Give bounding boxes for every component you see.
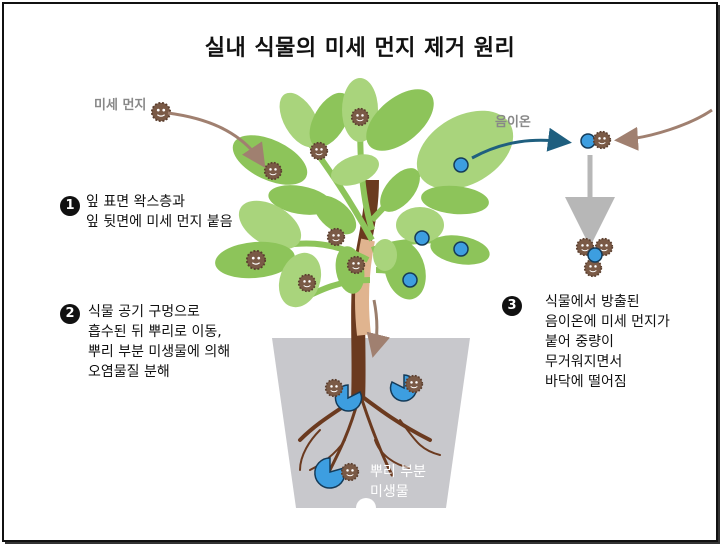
dust-incoming-arrow: [614, 108, 713, 151]
microbe-label: 뿌리 부분 미생물: [370, 464, 426, 500]
pot-drain-hole: [356, 498, 376, 518]
dust-label: 미세 먼지: [94, 98, 147, 113]
anion-arrow: [471, 127, 572, 160]
step-1-number: 1: [60, 196, 80, 216]
root-microbes: [314, 374, 424, 489]
step-2-number: 2: [60, 304, 80, 324]
anions-on-leaves: [402, 157, 469, 288]
stem-arrow: [366, 299, 391, 358]
page-title: 실내 식물의 미세 먼지 제거 원리: [204, 36, 516, 61]
dust-arrow: [167, 111, 266, 168]
step-3-number: 3: [502, 296, 522, 316]
step-2-text: 식물 공기 구멍으로 흡수된 뒤 뿌리로 이동, 뿌리 부분 미생물에 의해 오…: [88, 304, 231, 380]
step-1-text: 잎 표면 왁스층과 잎 뒷면에 미세 먼지 붙음: [86, 194, 233, 230]
step-3-text: 식물에서 방출된 음이온에 미세 먼지가 붙어 중량이 무거워지면서 바닥에 떨…: [545, 294, 670, 390]
ion-dust-pair: [580, 130, 612, 150]
falling-cluster: [575, 237, 614, 278]
anion-label: 음이온: [495, 115, 531, 130]
